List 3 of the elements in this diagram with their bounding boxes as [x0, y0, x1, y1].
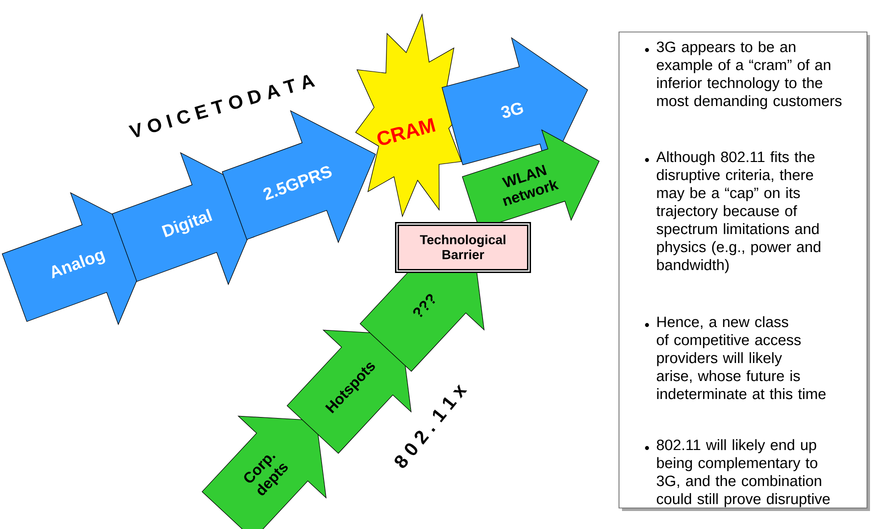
- barrier-box: Technological Barrier: [395, 222, 531, 273]
- text-panel: 3G appears to be an example of a “cram” of an inferior technology to the most demanding customers Although 802.11 fits the disruptive criteria, there may be a “cap” on its trajectory because of spectrum limitations and physics (e.g., power and bandwidth) Hence, a new class of competitive access providers will likely arise, whose future is indeterminate at this time 802.11 will likely end up being complementary to 3G, and the combination could still prove disruptive: [618, 32, 870, 511]
- starburst: CRAM: [355, 13, 474, 218]
